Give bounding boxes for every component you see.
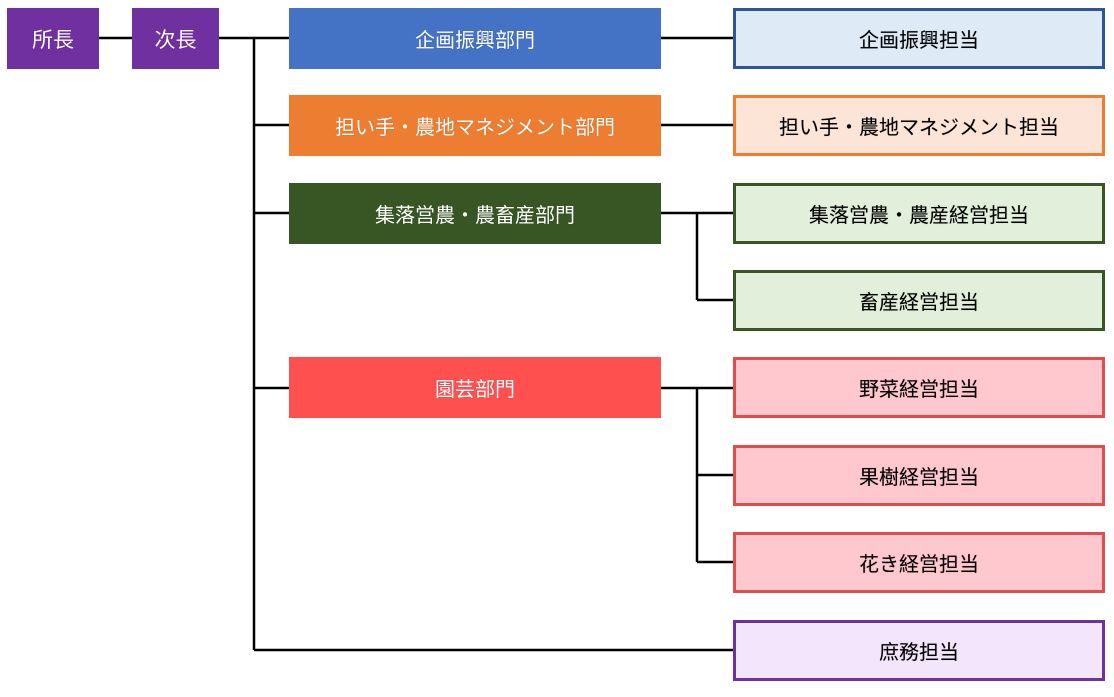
department-community-farming-livestock: 集落営農・農畜産部門 — [289, 183, 661, 244]
unit-planning: 企画振興担当 — [733, 8, 1105, 69]
unit-livestock: 畜産経営担当 — [733, 270, 1105, 331]
director-box: 所長 — [7, 8, 99, 69]
unit-farmland-management: 担い手・農地マネジメント担当 — [733, 95, 1105, 156]
department-planning: 企画振興部門 — [289, 8, 661, 69]
department-farmland-management: 担い手・農地マネジメント部門 — [289, 95, 661, 156]
unit-flowers: 花き経営担当 — [733, 532, 1105, 593]
unit-vegetables: 野菜経営担当 — [733, 357, 1105, 418]
department-horticulture: 園芸部門 — [289, 357, 661, 418]
unit-general-affairs: 庶務担当 — [733, 620, 1105, 681]
deputy-director-box: 次長 — [132, 8, 219, 69]
unit-fruit-trees: 果樹経営担当 — [733, 445, 1105, 506]
unit-community-farming: 集落営農・農産経営担当 — [733, 183, 1105, 244]
